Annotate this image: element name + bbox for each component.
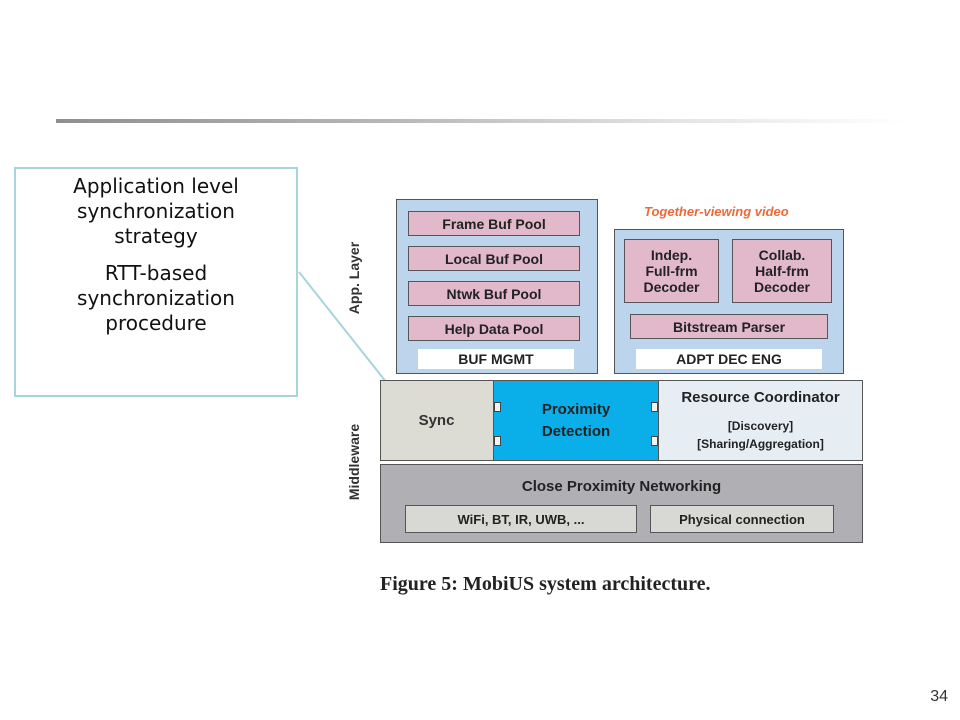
- decoder-text: Full-frm: [645, 263, 698, 279]
- middleware-label: Middleware: [346, 423, 362, 501]
- callout-line: synchronization: [77, 199, 235, 223]
- indep-full-frm-decoder: Indep. Full-frm Decoder: [624, 239, 719, 303]
- figure-caption: Figure 5: MobiUS system architecture.: [380, 573, 711, 595]
- buf-mgmt-label: BUF MGMT: [418, 349, 574, 369]
- resource-coordinator-box: Resource Coordinator [Discovery] [Sharin…: [658, 381, 862, 460]
- ntwk-buf-pool: Ntwk Buf Pool: [408, 281, 580, 306]
- bitstream-parser: Bitstream Parser: [630, 314, 828, 339]
- resource-coordinator-sub: [Discovery] [Sharing/Aggregation]: [659, 417, 862, 453]
- title-divider: [56, 119, 906, 123]
- decoder-text: Decoder: [753, 279, 811, 295]
- decoder-text: Collab.: [758, 247, 806, 263]
- sync-box: Sync: [380, 380, 494, 461]
- collab-half-frm-decoder: Collab. Half-frm Decoder: [732, 239, 832, 303]
- resource-coordinator-title: Resource Coordinator: [681, 389, 840, 406]
- sharing-text: [Sharing/Aggregation]: [697, 437, 824, 451]
- port-icon: [494, 402, 501, 412]
- app-layer-label: App. Layer: [346, 241, 362, 315]
- physical-connection-box: Physical connection: [650, 505, 834, 533]
- callout-line: synchronization: [77, 286, 235, 310]
- frame-buf-pool: Frame Buf Pool: [408, 211, 580, 236]
- proximity-text: Detection: [541, 422, 611, 440]
- decoder-text: Half-frm: [755, 263, 809, 279]
- together-viewing-label: Together-viewing video: [644, 204, 789, 219]
- callout-box: Application level synchronization strate…: [14, 167, 298, 397]
- proximity-detection-box: Proximity Detection: [494, 381, 658, 460]
- callout-line: Application level: [73, 174, 239, 198]
- port-icon: [651, 402, 658, 412]
- decoder-text: Indep.: [650, 247, 693, 263]
- wireless-protocols-box: WiFi, BT, IR, UWB, ...: [405, 505, 637, 533]
- proximity-text: Proximity: [541, 400, 611, 418]
- callout-line: procedure: [105, 311, 207, 335]
- port-icon: [651, 436, 658, 446]
- discovery-text: [Discovery]: [727, 419, 794, 433]
- callout-line: RTT-based: [104, 261, 208, 285]
- decoder-text: Decoder: [643, 279, 700, 295]
- callout-line: strategy: [114, 224, 198, 248]
- page-number: 34: [930, 688, 948, 705]
- help-data-pool: Help Data Pool: [408, 316, 580, 341]
- adpt-dec-eng-label: ADPT DEC ENG: [636, 349, 822, 369]
- networking-title: Close Proximity Networking: [521, 478, 722, 495]
- local-buf-pool: Local Buf Pool: [408, 246, 580, 271]
- port-icon: [494, 436, 501, 446]
